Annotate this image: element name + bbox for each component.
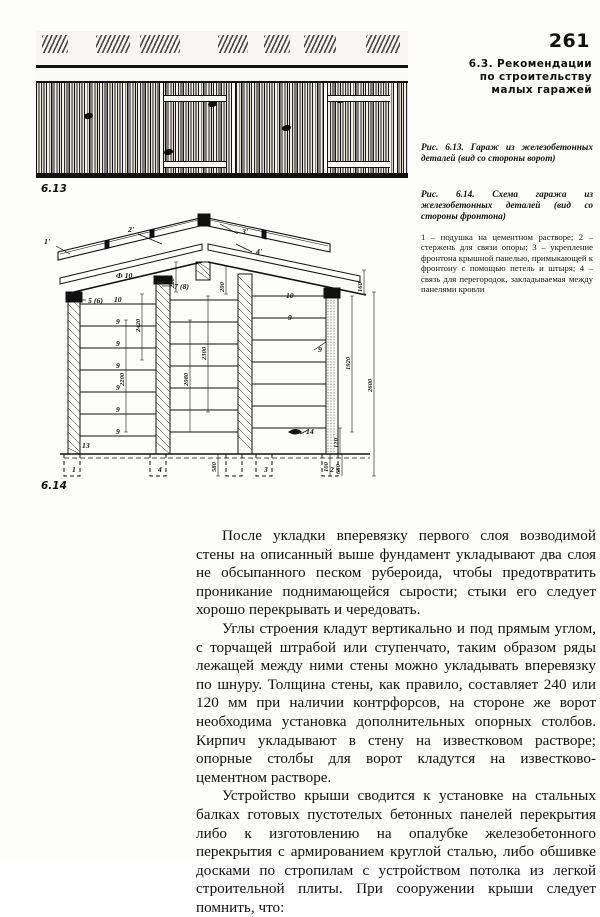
figure-6-14-drawing: 1' 2' 3' 4' 5 (6) 7 (8) Ф 10 13 14 9 1 4… — [30, 200, 420, 480]
figure-label-6-13: 6.13 — [41, 183, 67, 195]
callout-diameter-10: Ф 10 — [116, 271, 132, 280]
book-page: 261 6.3. Рекомендации по строительству м… — [30, 30, 596, 916]
section-heading-line-1: 6.3. Рекомендации — [468, 58, 592, 70]
dimension-120: 120 — [333, 437, 340, 448]
paragraph: Устройство крыши сводится к установке на… — [196, 787, 596, 916]
panel-number: 10 — [114, 295, 122, 304]
door-hinge — [164, 95, 226, 102]
garage-section-diagram: 1' 2' 3' 4' 5 (6) 7 (8) Ф 10 13 14 9 1 4… — [44, 213, 376, 477]
panel-number: 9 — [116, 317, 120, 326]
panel-number: 9 — [116, 383, 120, 392]
door-hinge — [164, 161, 226, 168]
callout-4-prime: 4' — [255, 247, 263, 256]
figure-label-6-14: 6.14 — [41, 480, 67, 492]
callout-13: 13 — [82, 441, 90, 450]
dimension-2420: 2420 — [135, 318, 142, 333]
panel-number: 9 — [116, 405, 120, 414]
garage-facade-image — [36, 31, 408, 178]
caption-figure-6-13: Рис. 6.13. Гараж из железобетонных детал… — [421, 143, 593, 165]
panel-number: 9 — [116, 427, 120, 436]
panel-number: 10 — [286, 291, 294, 300]
footing-label-2: 2 — [329, 465, 334, 474]
panel-seam — [232, 83, 235, 178]
panel-seam — [394, 83, 397, 178]
dimension-220: 220 — [169, 277, 176, 289]
footing-label-4: 4 — [157, 465, 162, 474]
fascia-beam — [36, 67, 408, 84]
callout-14: 14 — [306, 427, 314, 436]
dimension-100: 100 — [323, 461, 330, 472]
door-hinge — [328, 95, 390, 102]
callout-2-prime: 2' — [127, 225, 135, 234]
panel-number: 9 — [288, 313, 292, 322]
callout-3-prime: 3' — [241, 227, 249, 236]
figure-6-13-photo — [36, 31, 408, 178]
panel-number: 9 — [116, 361, 120, 370]
door-hinge — [328, 161, 390, 168]
callout-7-8: 7 (8) — [174, 282, 189, 291]
panel-seam — [324, 83, 327, 178]
panel-number: 9 — [116, 339, 120, 348]
paragraph: Углы строения кладут вертикально и под п… — [196, 619, 596, 786]
dimension-1920: 1920 — [345, 356, 352, 370]
callout-1-prime: 1' — [44, 237, 51, 246]
roof-panel-band — [36, 31, 408, 67]
ground-line — [36, 173, 408, 178]
callout-9-right: 9 — [318, 345, 322, 354]
section-heading-line-2: по строительству — [479, 71, 592, 83]
panel-seam — [160, 83, 163, 178]
footing-label-1: 1 — [72, 465, 76, 474]
dimension-2300: 2300 — [201, 346, 208, 361]
dimension-680: 680 — [335, 463, 342, 474]
caption-figure-6-14: Рис. 6.14. Схема гаража из железобетонны… — [421, 190, 593, 223]
callout-5-6: 5 (6) — [88, 296, 103, 305]
section-heading: 6.3. Рекомендации по строительству малых… — [420, 58, 592, 97]
page-number: 261 — [548, 30, 590, 52]
dimension-2080: 2080 — [183, 372, 190, 387]
section-heading-line-3: малых гаражей — [491, 84, 592, 96]
dimension-580: 580 — [211, 461, 218, 472]
dimension-2600: 2600 — [367, 378, 374, 393]
paragraph: После укладки вперевязку первого слоя во… — [196, 527, 596, 619]
footing-label-3: 3 — [263, 465, 268, 474]
legend-figure-6-14: 1 – подушка на цементном растворе; 2 – с… — [421, 232, 593, 295]
dimension-2200: 2200 — [119, 372, 126, 387]
dimension-160: 160 — [357, 281, 364, 292]
dimension-200: 200 — [219, 281, 226, 293]
body-text: После укладки вперевязку первого слоя во… — [196, 527, 596, 917]
